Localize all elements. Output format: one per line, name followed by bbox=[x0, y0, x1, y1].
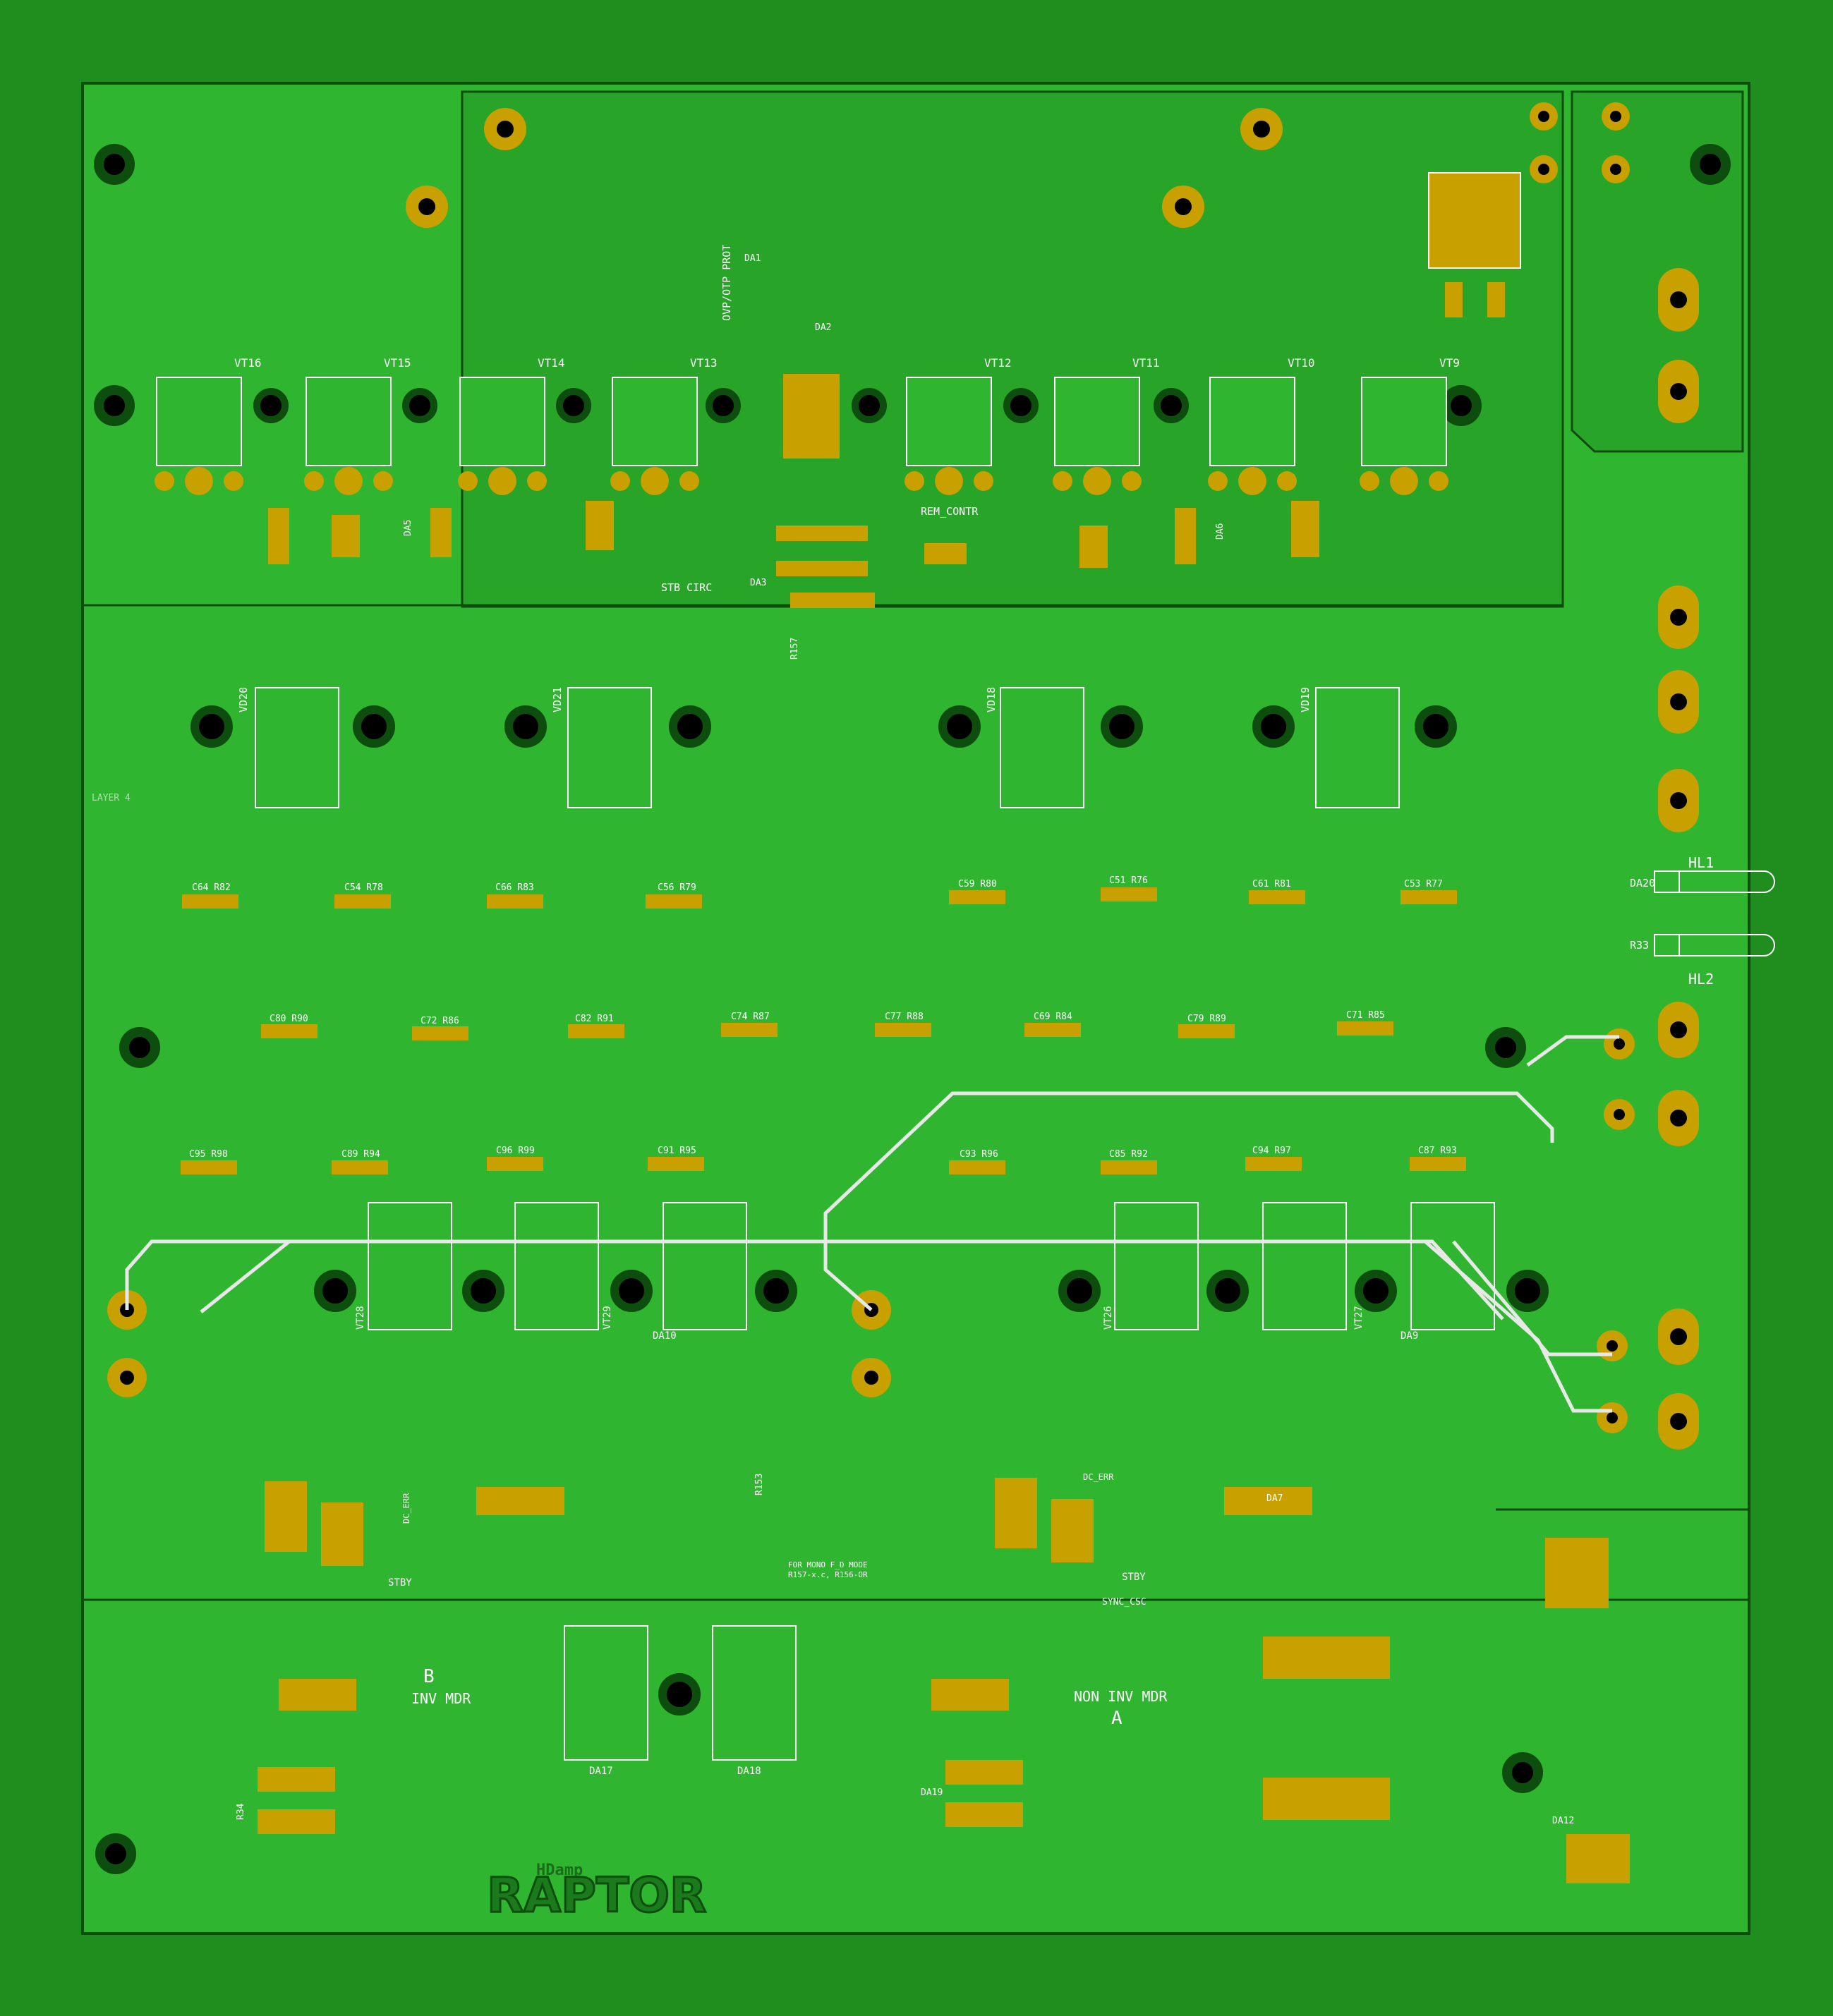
noninv-a-label: A bbox=[1111, 1708, 1123, 1729]
hl1-label: HL1 bbox=[1688, 854, 1714, 871]
vt13-label: VT13 bbox=[690, 356, 718, 370]
da1-label: DA1 bbox=[744, 253, 761, 264]
da6-label: DA6 bbox=[1215, 523, 1226, 540]
svg-text:C87 R93: C87 R93 bbox=[1418, 1146, 1457, 1156]
rem-label: REM_CONTR bbox=[921, 505, 979, 518]
u1-label: R157 bbox=[790, 638, 800, 660]
dcerr-label-2: DC_ERR bbox=[1083, 1472, 1114, 1482]
vt15-label: VT15 bbox=[384, 356, 411, 370]
svg-text:C93 R96: C93 R96 bbox=[960, 1149, 998, 1160]
dcerr-label-1: DC_ERR bbox=[401, 1493, 411, 1524]
svg-text:RAPTOR: RAPTOR bbox=[487, 1868, 706, 1924]
svg-text:HDamp: HDamp bbox=[536, 1862, 583, 1879]
svg-text:C72 R86: C72 R86 bbox=[421, 1016, 459, 1026]
vd20-label: VD20 bbox=[237, 687, 250, 712]
da18-label: DA18 bbox=[737, 1766, 761, 1777]
svg-text:C74 R87: C74 R87 bbox=[731, 1012, 770, 1022]
top-mosfet-holes bbox=[253, 388, 1189, 423]
stb-label: STB CIRC bbox=[661, 581, 712, 594]
vd19-label: VD19 bbox=[1299, 687, 1312, 712]
snubber-row-b: C80 R90 C72 R86 C82 R91 C74 R87 C77 R88 C69… bbox=[270, 1010, 1385, 1026]
svg-text:C77 R88: C77 R88 bbox=[885, 1012, 924, 1022]
svg-text:C56 R79: C56 R79 bbox=[658, 882, 696, 893]
regulator-pad bbox=[1428, 172, 1521, 269]
svg-text:C79 R89: C79 R89 bbox=[1187, 1014, 1226, 1024]
svg-text:C64 R82: C64 R82 bbox=[192, 882, 231, 893]
inv-mdr-label: INV MDR bbox=[411, 1690, 471, 1707]
inv-b-label: B bbox=[423, 1666, 435, 1687]
vt29-label: VT29 bbox=[602, 1306, 613, 1330]
vt11-label: VT11 bbox=[1132, 356, 1160, 370]
da5-label: DA5 bbox=[403, 520, 413, 536]
top-power-plane bbox=[461, 90, 1564, 608]
r34-label: R33 bbox=[1630, 939, 1649, 952]
svg-text:C94 R97: C94 R97 bbox=[1252, 1146, 1291, 1156]
raptor-logo: HDamp RAPTOR bbox=[486, 1862, 708, 1925]
stby-label-2: STBY bbox=[1122, 1572, 1146, 1583]
mono-note-2: R157-x.c, R156-OR bbox=[788, 1570, 868, 1579]
da20-label: R34 bbox=[236, 1803, 246, 1820]
da10-label: DA10 bbox=[653, 1330, 677, 1342]
noninv-mdr-label: NON INV MDR bbox=[1074, 1688, 1168, 1705]
vt28-label: VT28 bbox=[355, 1306, 366, 1330]
vt12-label: VT12 bbox=[984, 356, 1012, 370]
middle-diodes bbox=[255, 687, 1400, 808]
svg-text:C80 R90: C80 R90 bbox=[270, 1014, 308, 1024]
svg-text:C51 R76: C51 R76 bbox=[1109, 875, 1148, 886]
da9-label: DA9 bbox=[1401, 1330, 1418, 1342]
hl2-label: HL2 bbox=[1688, 971, 1714, 988]
layer-label: LAYER 4 bbox=[92, 793, 131, 803]
svg-text:C91 R95: C91 R95 bbox=[658, 1146, 696, 1156]
da7-label: DA7 bbox=[1266, 1493, 1283, 1504]
component-footprints bbox=[265, 501, 1630, 1883]
snubber-pads bbox=[181, 887, 1466, 1174]
da19-label: DA19 bbox=[921, 1787, 943, 1798]
r33-label: DA20 bbox=[1630, 877, 1655, 889]
control-ic-block bbox=[776, 374, 875, 608]
top-mosfets bbox=[156, 377, 1447, 466]
mono-note-1: FOR MONO F_D MODE bbox=[788, 1560, 868, 1569]
svg-text:C53 R77: C53 R77 bbox=[1404, 879, 1443, 889]
svg-text:C96 R99: C96 R99 bbox=[496, 1146, 535, 1156]
da12-label: DA12 bbox=[1552, 1816, 1574, 1826]
svg-text:C82 R91: C82 R91 bbox=[575, 1014, 614, 1024]
vd18-label: VD18 bbox=[985, 687, 998, 712]
vt26-label: VT26 bbox=[1103, 1306, 1114, 1330]
da3-label: DA3 bbox=[750, 578, 766, 588]
stby-label-1: STBY bbox=[388, 1577, 412, 1589]
svg-text:C69 R84: C69 R84 bbox=[1034, 1012, 1072, 1022]
svg-text:C66 R83: C66 R83 bbox=[495, 882, 534, 893]
da2-label: DA2 bbox=[815, 322, 831, 333]
vt27-label: VT27 bbox=[1353, 1306, 1365, 1330]
u2-label: R153 bbox=[754, 1474, 765, 1495]
svg-text:C95 R98: C95 R98 bbox=[189, 1149, 228, 1160]
vd21-label: VD21 bbox=[551, 687, 564, 712]
top-terminals bbox=[406, 102, 1630, 228]
snubber-row-c: C95 R98 C89 R94 C96 R99 C91 R95 C93 R96 C85… bbox=[189, 1146, 1457, 1160]
vt10-label: VT10 bbox=[1288, 356, 1315, 370]
vt16-label: VT16 bbox=[234, 356, 262, 370]
bottom-regulators bbox=[564, 1625, 797, 1761]
indicator-leds bbox=[1654, 870, 1775, 957]
svg-text:C61 R81: C61 R81 bbox=[1252, 879, 1291, 889]
sync-label: SYNC_CSC bbox=[1102, 1597, 1147, 1608]
snubber-row-a: C64 R82 C54 R78 C66 R83 C56 R79 C59 R80 C51… bbox=[192, 875, 1443, 893]
mounting-holes bbox=[94, 144, 1731, 1874]
svg-text:C89 R94: C89 R94 bbox=[341, 1149, 380, 1160]
vt14-label: VT14 bbox=[538, 356, 565, 370]
prot-label: OVP/OTP PROT bbox=[720, 245, 733, 321]
svg-text:C85 R92: C85 R92 bbox=[1109, 1149, 1148, 1160]
svg-text:C59 R80: C59 R80 bbox=[958, 879, 997, 889]
svg-text:C54 R78: C54 R78 bbox=[344, 882, 383, 893]
da17-label: DA17 bbox=[589, 1766, 613, 1777]
svg-text:C71 R85: C71 R85 bbox=[1346, 1010, 1385, 1021]
signal-traces bbox=[125, 1035, 1619, 1413]
vt9-label: VT9 bbox=[1439, 356, 1460, 370]
driver-ics bbox=[258, 1487, 1312, 1834]
